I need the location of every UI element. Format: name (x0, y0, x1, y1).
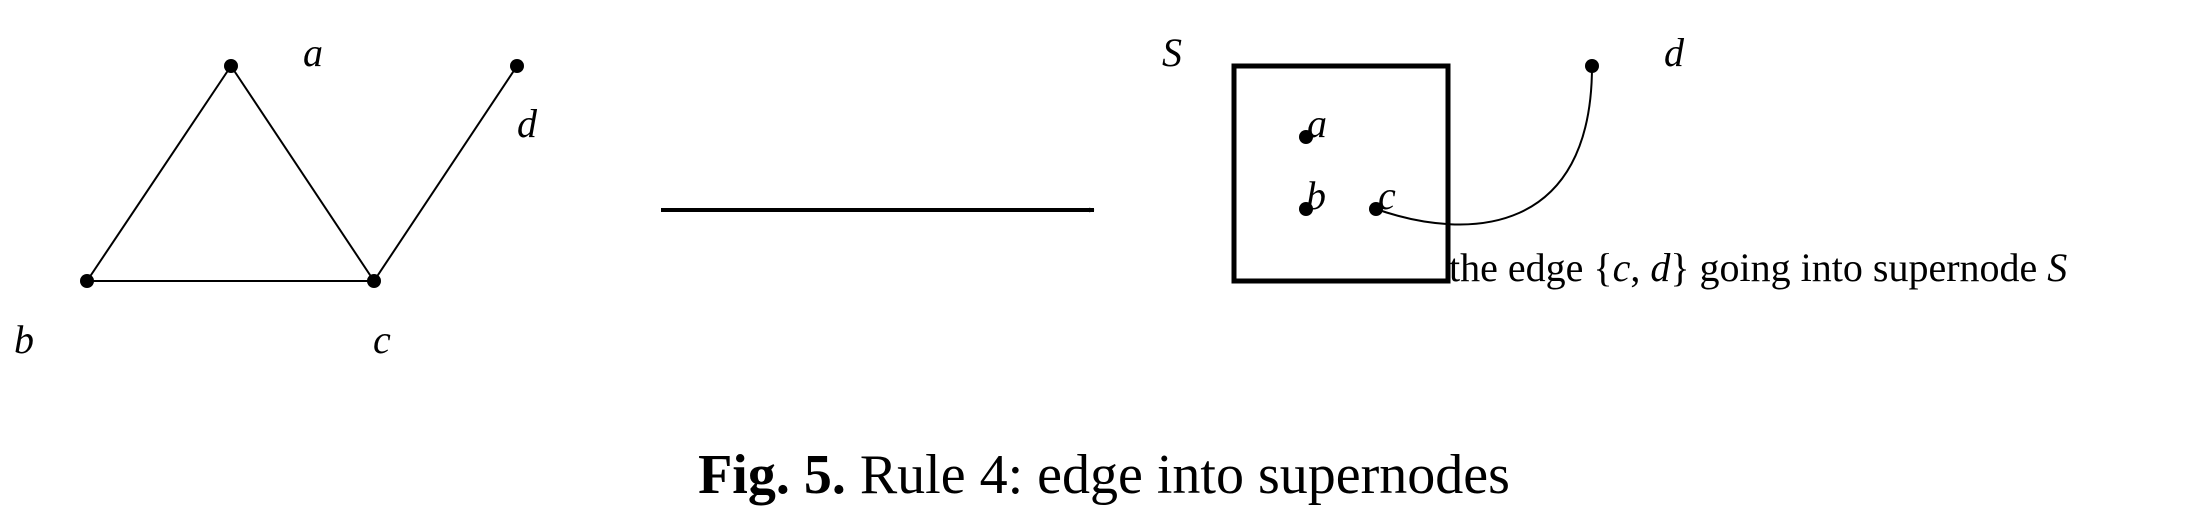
annotation-s: S (2047, 245, 2067, 290)
left-graph: a b c d (14, 30, 538, 362)
node-a-label: a (303, 30, 323, 75)
node-c-label: c (1378, 173, 1396, 218)
node-d-label: d (517, 101, 538, 146)
figure-caption: Fig. 5. Rule 4: edge into supernodes (698, 444, 1510, 506)
node-a-label: a (1307, 101, 1327, 146)
annotation-close-brace: } (1670, 245, 1689, 290)
right-graph: S a b c d the edge {c, d} going into sup… (1162, 30, 2067, 290)
edge-c-d-into-supernode (1375, 65, 1593, 226)
node-b-label: b (14, 317, 34, 362)
annotation-prefix: the edge (1449, 245, 1593, 290)
edge-annotation: the edge {c, d} going into supernode S (1449, 245, 2067, 290)
annotation-c: c (1613, 245, 1631, 290)
node-b (80, 274, 94, 288)
annotation-d: d (1650, 245, 1671, 290)
node-b (1299, 202, 1313, 216)
caption-text: Rule 4: edge into supernodes (846, 444, 1510, 506)
node-d (1585, 59, 1599, 73)
annotation-open-brace: { (1593, 245, 1612, 290)
edge-a-b (86, 65, 232, 282)
node-d (510, 59, 524, 73)
annotation-comma: , (1630, 245, 1650, 290)
node-c (1369, 202, 1383, 216)
supernode-box (1231, 63, 1451, 284)
edge-a-c (230, 65, 375, 282)
node-d-label: d (1664, 30, 1685, 75)
caption-label: Fig. 5. (698, 444, 846, 506)
supernode-label: S (1162, 30, 1182, 75)
edge-c-d (373, 65, 518, 282)
node-b-label: b (1306, 173, 1326, 218)
node-a (224, 59, 238, 73)
node-c (367, 274, 381, 288)
node-a (1299, 130, 1313, 144)
node-c-label: c (373, 317, 391, 362)
annotation-middle: going into supernode (1690, 245, 2048, 290)
